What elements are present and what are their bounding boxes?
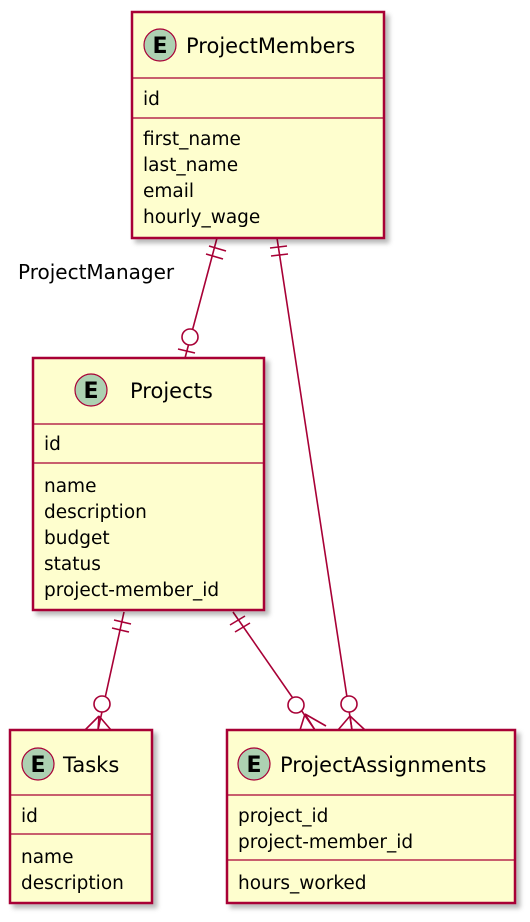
entity-badge-letter: E xyxy=(246,753,261,778)
entity-key-field: id xyxy=(44,434,61,455)
entity-field: name xyxy=(21,847,73,868)
relationship-label: ProjectManager xyxy=(18,260,175,284)
entity-key-field: project_id xyxy=(238,806,328,827)
entity-field: budget xyxy=(44,528,110,549)
relationship-project-tasks xyxy=(84,611,132,731)
entity-field: hours_worked xyxy=(238,873,367,894)
entity-badge-icon xyxy=(74,373,108,407)
entity-badge-letter: E xyxy=(30,753,45,778)
entity-field: description xyxy=(21,873,124,894)
entity-title: ProjectAssignments xyxy=(280,753,486,777)
entity-field: last_name xyxy=(143,155,238,176)
entity-title: Projects xyxy=(130,379,213,403)
entity-key-field: id xyxy=(21,806,38,827)
entity-title: ProjectMembers xyxy=(186,34,355,58)
entity-badge-icon xyxy=(21,747,55,781)
entity-field: project-member_id xyxy=(44,580,219,601)
entity-project-members[interactable]: E ProjectMembers id first_name last_name… xyxy=(130,10,386,240)
entity-badge-letter: E xyxy=(83,379,98,404)
entity-projects[interactable]: E Projects id name description budget st… xyxy=(31,356,266,612)
entity-key-field: project-member_id xyxy=(238,832,413,853)
entity-badge-letter: E xyxy=(152,34,167,59)
entity-badge-icon xyxy=(237,747,271,781)
entity-field: status xyxy=(44,554,101,575)
entity-title: Tasks xyxy=(62,753,119,777)
relationship-project-manager: ProjectManager xyxy=(18,237,227,359)
entity-field: hourly_wage xyxy=(143,207,260,228)
entity-field: name xyxy=(44,476,96,497)
entity-field: description xyxy=(44,502,147,523)
relationship-member-assignments xyxy=(269,237,366,731)
entity-field: first_name xyxy=(143,129,241,150)
relationship-project-assignments xyxy=(229,611,327,731)
entity-key-field: id xyxy=(143,89,160,110)
entity-badge-icon xyxy=(143,28,177,62)
entity-field: email xyxy=(143,181,194,202)
entity-tasks[interactable]: E Tasks id name description xyxy=(8,728,154,905)
entity-project-assignments[interactable]: E ProjectAssignments project_id project-… xyxy=(225,728,517,905)
